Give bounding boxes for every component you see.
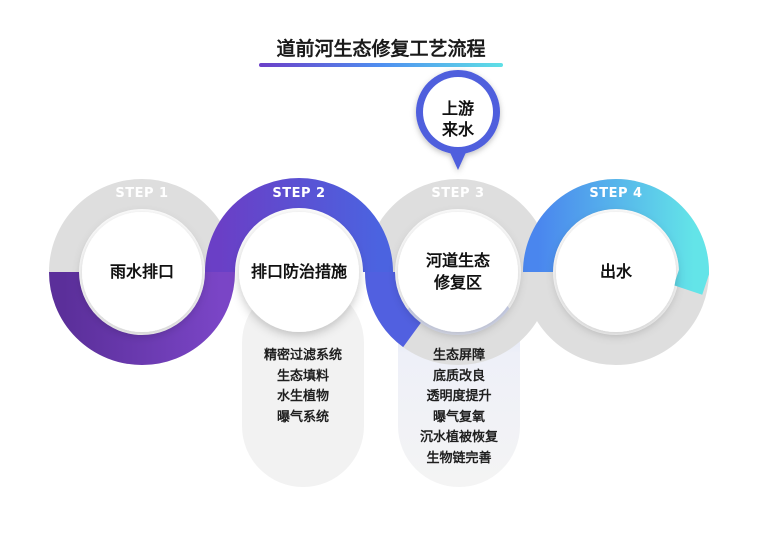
upstream-label: 上游 来水	[441, 99, 474, 139]
list-item: 精密过滤系统	[263, 348, 342, 363]
step2-panel	[242, 282, 364, 487]
list-item: 沉水植被恢复	[419, 430, 498, 445]
step2-node-text: 排口防治措施	[250, 262, 347, 281]
step2-item-list: 精密过滤系统 生态填料 水生植物 曝气系统	[238, 346, 368, 428]
list-item: 底质改良	[432, 368, 485, 384]
list-item: 生物链完善	[426, 450, 492, 466]
step4-ring-arc	[523, 179, 710, 295]
list-item: 曝气系统	[276, 409, 329, 425]
list-item: 生态屏障	[432, 348, 485, 363]
title-underline	[259, 63, 503, 67]
step4-node-text: 出水	[599, 262, 632, 281]
step1-label: STEP 1	[115, 186, 169, 201]
step4-node	[556, 212, 676, 332]
list-item: 水生植物	[276, 389, 329, 404]
step1-node	[82, 212, 202, 332]
list-item: 生态填料	[276, 368, 329, 384]
step1-ring-arc	[49, 271, 235, 365]
step3-label: STEP 3	[431, 186, 485, 201]
step1-node-text: 雨水排口	[109, 262, 174, 281]
page-title: 道前河生态修复工艺流程	[276, 38, 486, 60]
step3-node	[398, 212, 518, 332]
step2-label: STEP 2	[272, 186, 326, 201]
step2-node	[239, 212, 359, 332]
upstream-pin-marker	[416, 70, 500, 170]
step3-node-text: 河道生态 修复区	[425, 251, 490, 292]
step3-item-list: 生态屏障 底质改良 透明度提升 曝气复氧 沉水植被恢复 生物链完善	[394, 346, 524, 469]
step2-ring-arc	[205, 178, 393, 273]
step4-label: STEP 4	[589, 186, 643, 201]
list-item: 曝气复氧	[432, 409, 485, 425]
step3-ring-arc	[365, 271, 422, 348]
list-item: 透明度提升	[426, 389, 492, 404]
